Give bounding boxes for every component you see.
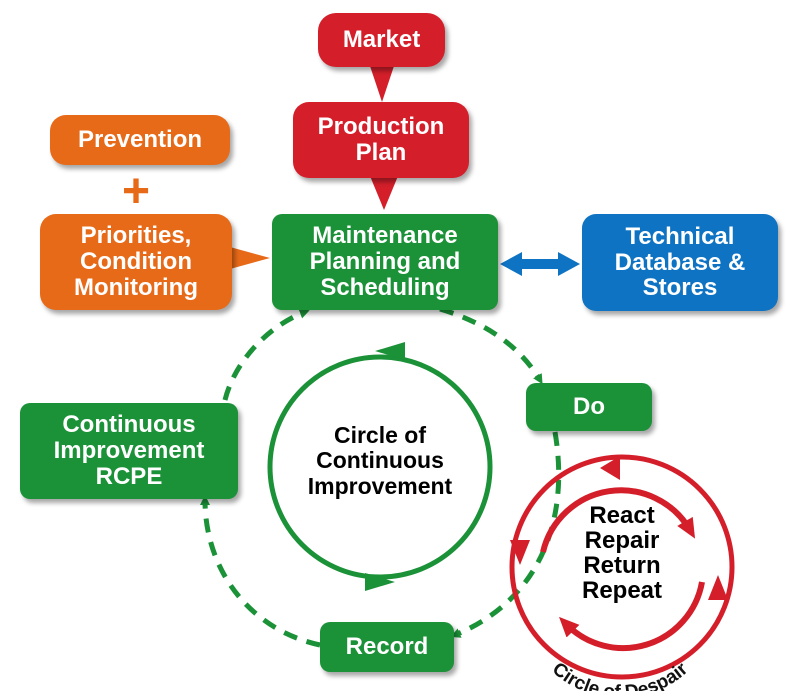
priorities-condition-monitoring-node: Priorities, Condition Monitoring (40, 214, 232, 310)
cycle-arc-do-to-record (450, 431, 562, 638)
react-repair-return-repeat-label: React Repair Return Repeat (581, 502, 663, 604)
cycle-arc-record-to-ci (200, 495, 321, 648)
circle-of-continuous-improvement-label: Circle of Continuous Improvement (307, 422, 453, 499)
inner-circle-arrow-top (375, 342, 405, 360)
cycle-arc-ci-to-maint (222, 309, 310, 401)
technical-database-node: Technical Database & Stores (582, 214, 778, 311)
continuous-improvement-node: Continuous Improvement RCPE (20, 403, 238, 499)
prevention-node: Prevention (50, 115, 230, 165)
despair-outer-ring (509, 454, 735, 680)
record-node: Record (320, 622, 454, 672)
production-plan-node: Production Plan (293, 102, 469, 178)
plus-icon: + (122, 165, 151, 218)
maintenance-planning-node: Maintenance Planning and Scheduling (272, 214, 498, 310)
cycle-arc-maint-to-do (439, 306, 543, 385)
despair-outer-arrow-left (510, 540, 530, 565)
despair-outer-arrow-top (600, 456, 620, 480)
despair-inner-arc-bottom (559, 581, 705, 652)
do-node: Do (526, 383, 652, 431)
double-arrow-connector (500, 252, 580, 276)
continuous-improvement-circle (267, 354, 493, 580)
market-callout-tail (370, 66, 394, 102)
market-node: Market (318, 13, 445, 67)
inner-circle-arrow-bottom (365, 573, 395, 591)
despair-inner-arc-top (540, 487, 696, 553)
priorities-callout-tail (230, 247, 270, 269)
despair-outer-arrow-right (708, 575, 728, 600)
production-plan-callout-tail (370, 176, 398, 210)
